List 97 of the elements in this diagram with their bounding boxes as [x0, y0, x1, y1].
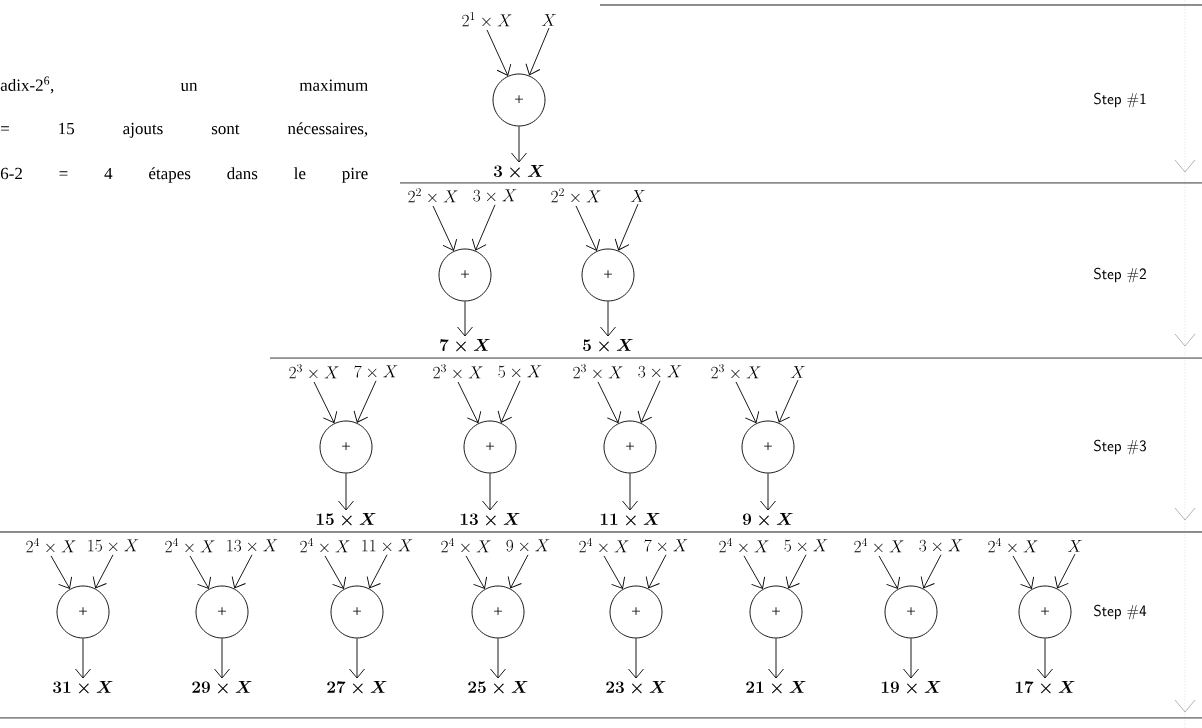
- arrow: [1012, 555, 1035, 589]
- arrow: [349, 638, 365, 679]
- input-label: $X$: [541, 14, 556, 26]
- output-label: $17\times X$: [1015, 680, 1075, 694]
- arrow: [507, 554, 529, 589]
- input-label: $13\times X$: [227, 539, 278, 552]
- arrow: [75, 638, 91, 679]
- arrow: [920, 554, 942, 589]
- input-label: $2^{4}\times X$: [165, 537, 215, 553]
- input-label: $2^{3}\times X$: [289, 364, 339, 379]
- step-label: Step #2: [1094, 267, 1146, 283]
- input-label: $2^{3}\times X$: [573, 364, 623, 379]
- input-label: $3\times X$: [473, 189, 517, 202]
- arrow: [743, 555, 766, 589]
- arrow: [482, 473, 498, 511]
- input-label: $5\times X$: [784, 539, 828, 552]
- arrow: [575, 205, 601, 251]
- output-label: $19\times X$: [881, 680, 941, 694]
- text-line: adix-2$^{6}$, un maximum: [0, 76, 368, 94]
- arrow: [903, 638, 919, 679]
- input-label: $15\times X$: [88, 539, 139, 552]
- arrow: [471, 204, 496, 251]
- arrow: [511, 126, 527, 163]
- arrow: [457, 301, 473, 337]
- input-label: $2^{1}\times X$: [462, 12, 512, 27]
- input-label: $2^{4}\times X$: [579, 537, 629, 553]
- output-label: $15\times X$: [316, 512, 376, 526]
- arrow: [597, 381, 622, 424]
- output-label: $25\times X$: [468, 680, 528, 694]
- output-label: $13\times X$: [460, 512, 520, 526]
- arrow: [768, 638, 784, 679]
- input-label: $2^{4}\times X$: [26, 537, 76, 553]
- output-label: $11\times X$: [600, 512, 660, 526]
- arrow: [366, 554, 388, 589]
- arrow: [878, 555, 901, 589]
- arrow: [497, 380, 521, 423]
- arrow: [313, 381, 338, 424]
- arrow: [432, 205, 458, 251]
- arrow: [775, 379, 799, 423]
- step-label: Step #3: [1094, 439, 1146, 455]
- output-label: $23\times X$: [606, 680, 666, 694]
- input-label: $11\times X$: [362, 539, 413, 552]
- arrow: [231, 554, 253, 589]
- input-label: $2^{3}\times X$: [711, 364, 761, 379]
- output-label: $7\times X$: [440, 338, 490, 352]
- arrow: [324, 555, 347, 589]
- text-line: = 15 ajouts sont nécessaires,: [1, 122, 368, 138]
- arrow: [189, 555, 212, 589]
- arrow: [490, 638, 506, 679]
- input-label: $2^{3}\times X$: [433, 364, 483, 379]
- step-label: Step #1: [1094, 92, 1146, 108]
- arrow: [457, 381, 482, 424]
- arrow: [338, 473, 354, 511]
- arrow: [622, 473, 638, 511]
- arrow: [600, 301, 616, 337]
- input-label: $X$: [790, 366, 805, 378]
- input-label: $2^{4}\times X$: [988, 537, 1038, 553]
- output-label: $9\times X$: [742, 512, 793, 526]
- arrow: [637, 380, 661, 423]
- arrow: [353, 380, 377, 423]
- output-label: $31\times X$: [53, 680, 113, 694]
- arrow: [614, 203, 639, 251]
- arrow: [785, 554, 807, 589]
- input-label: $X$: [1067, 540, 1082, 552]
- output-label: $5\times X$: [583, 338, 633, 352]
- arrow: [628, 638, 644, 679]
- output-label: $29\times X$: [192, 680, 252, 694]
- input-label: $X$: [630, 190, 645, 202]
- arrow: [735, 381, 760, 424]
- input-label: $2^{4}\times X$: [719, 537, 769, 553]
- input-label: $3\times X$: [919, 539, 963, 552]
- arrow: [760, 473, 776, 511]
- input-label: $2^{4}\times X$: [441, 537, 491, 553]
- arrow: [92, 554, 114, 589]
- input-label: $9\times X$: [506, 539, 550, 552]
- arrow: [645, 554, 667, 589]
- step-label: Step #4: [1094, 604, 1147, 620]
- input-label: $7\times X$: [644, 539, 688, 552]
- arrow: [603, 555, 626, 589]
- input-label: $7\times X$: [354, 365, 398, 378]
- input-label: $2^{2}\times X$: [408, 188, 458, 203]
- arrow: [525, 27, 550, 76]
- arrow: [465, 555, 488, 589]
- output-label: $21\times X$: [746, 680, 806, 694]
- input-label: $3\times X$: [638, 365, 682, 378]
- input-label: $2^{4}\times X$: [854, 537, 904, 553]
- output-label: $27\times X$: [327, 680, 387, 694]
- arrow: [1054, 553, 1076, 589]
- input-label: $2^{2}\times X$: [551, 188, 601, 203]
- arrow: [50, 555, 73, 589]
- text-line: 6-2 = 4 étapes dans le pire: [0, 167, 368, 183]
- arrow: [486, 29, 512, 76]
- arrow: [1037, 638, 1053, 679]
- input-label: $5\times X$: [498, 365, 542, 378]
- input-label: $2^{4}\times X$: [300, 537, 350, 553]
- output-label: $3\times X$: [493, 164, 544, 178]
- arrow: [214, 638, 230, 679]
